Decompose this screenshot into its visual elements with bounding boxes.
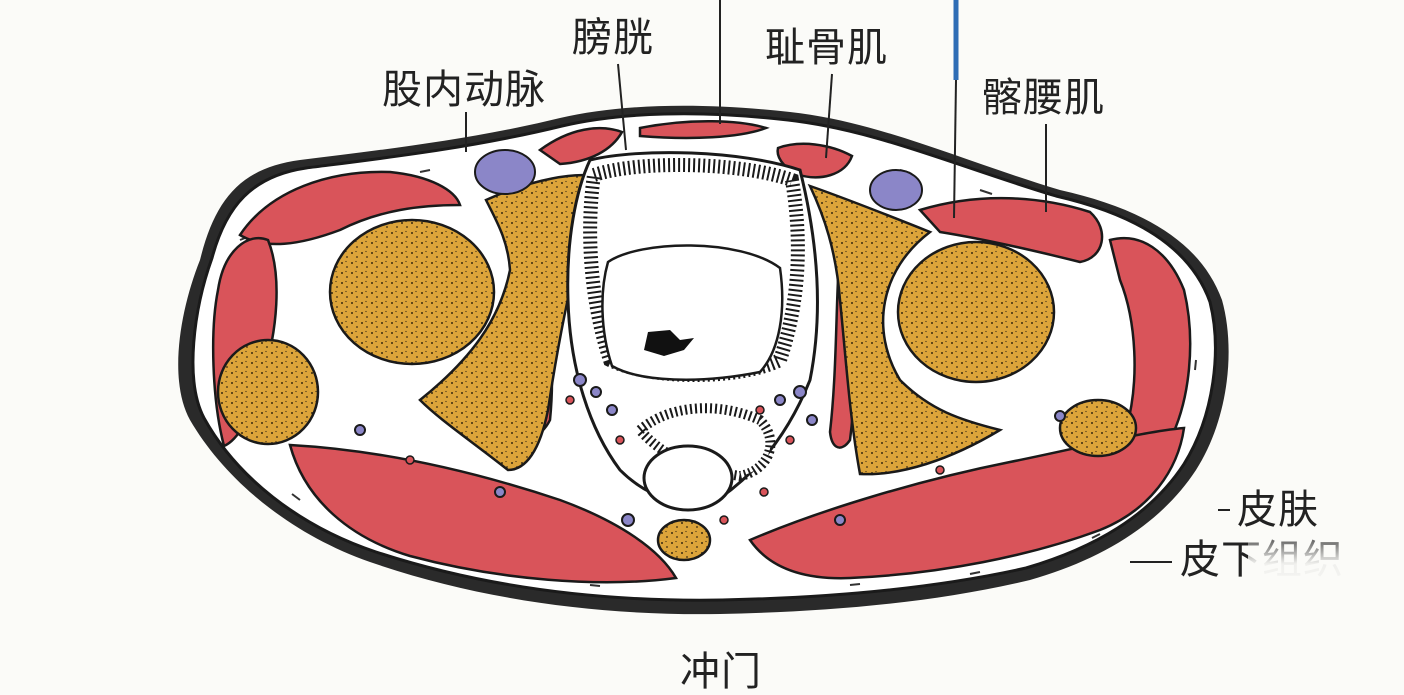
bones (216, 174, 1138, 562)
right-posterior-muscle (748, 426, 1186, 580)
right-femoral-vessel (869, 169, 923, 211)
bladder-black-mark (644, 330, 694, 356)
fade-overlay (1248, 528, 1358, 608)
bladder-lumen (601, 244, 784, 381)
muscles (211, 120, 1192, 584)
leader-lines (465, 0, 1230, 563)
leader-pectineus (825, 73, 833, 159)
right-iliopsoas (917, 196, 1104, 264)
left-pectineus (537, 126, 624, 166)
left-femoral-vessel (474, 149, 536, 195)
right-greater-trochanter (1058, 398, 1138, 458)
leader-bladder (617, 63, 627, 151)
vessels (354, 149, 1066, 527)
label-pectineus: 耻骨肌 (765, 25, 888, 71)
leader-acupoint (953, 79, 957, 219)
rectum (632, 403, 776, 482)
label-iliopsoas: 髂腰肌 (982, 75, 1105, 121)
left-upper-muscle (238, 170, 462, 246)
label-bladder: 膀胱 (572, 15, 654, 61)
left-greater-trochanter (216, 338, 320, 446)
small-arteries (405, 395, 945, 525)
right-femoral-head (896, 240, 1056, 384)
right-pubic-bone (807, 183, 1004, 476)
coccyx (656, 518, 712, 562)
label-femoral-artery: 股内动脉 (382, 67, 546, 113)
left-posterior-muscle (288, 443, 679, 584)
anal-canal (642, 444, 734, 512)
center-top-muscle (638, 120, 770, 140)
label-skin: 皮肤 (1237, 487, 1319, 533)
left-femoral-head (328, 218, 496, 366)
label-acupoint: 冲门 (680, 649, 762, 695)
